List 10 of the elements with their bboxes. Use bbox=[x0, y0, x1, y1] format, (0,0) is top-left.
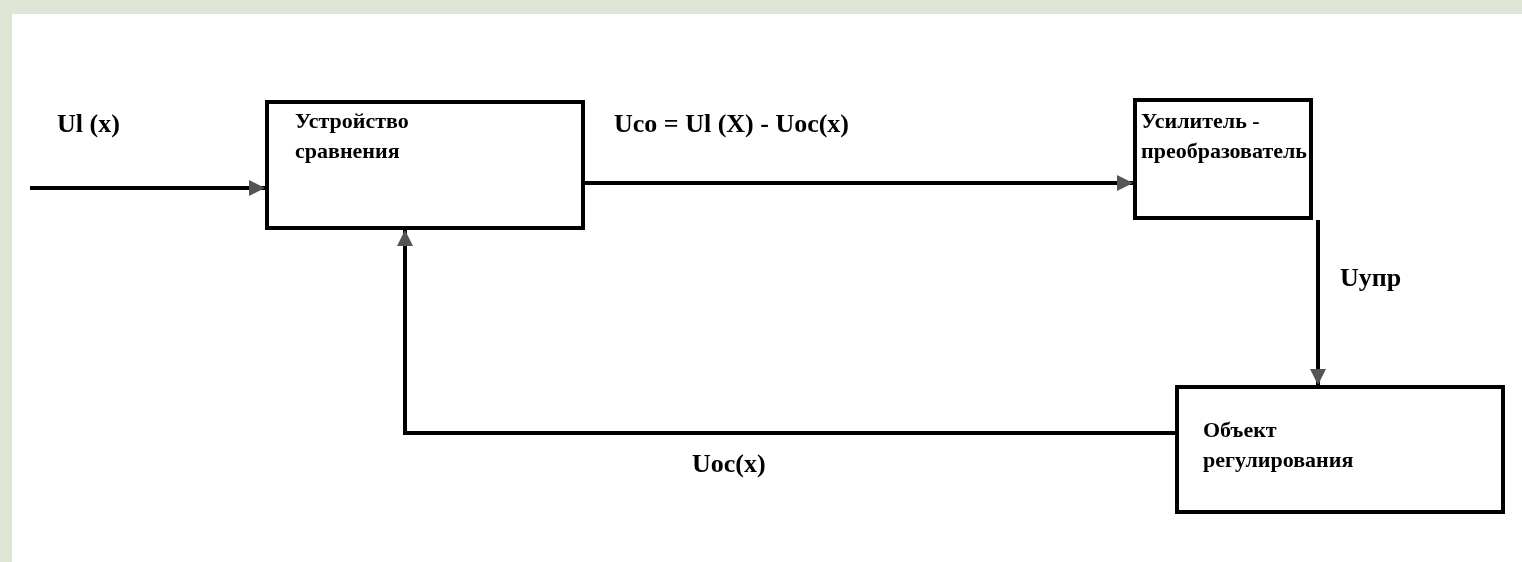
process-box bbox=[1175, 385, 1505, 514]
arrow bbox=[1310, 220, 1326, 385]
arrow bbox=[30, 180, 265, 196]
box-label: Объект регулирования bbox=[1203, 416, 1355, 474]
arrow bbox=[397, 230, 1175, 435]
arrow bbox=[585, 175, 1133, 191]
process-box bbox=[265, 100, 585, 230]
box-label: Усилитель - преобразователь bbox=[1141, 107, 1307, 165]
box-label: Устройство сравнения bbox=[295, 107, 410, 165]
process-box bbox=[1133, 98, 1313, 220]
